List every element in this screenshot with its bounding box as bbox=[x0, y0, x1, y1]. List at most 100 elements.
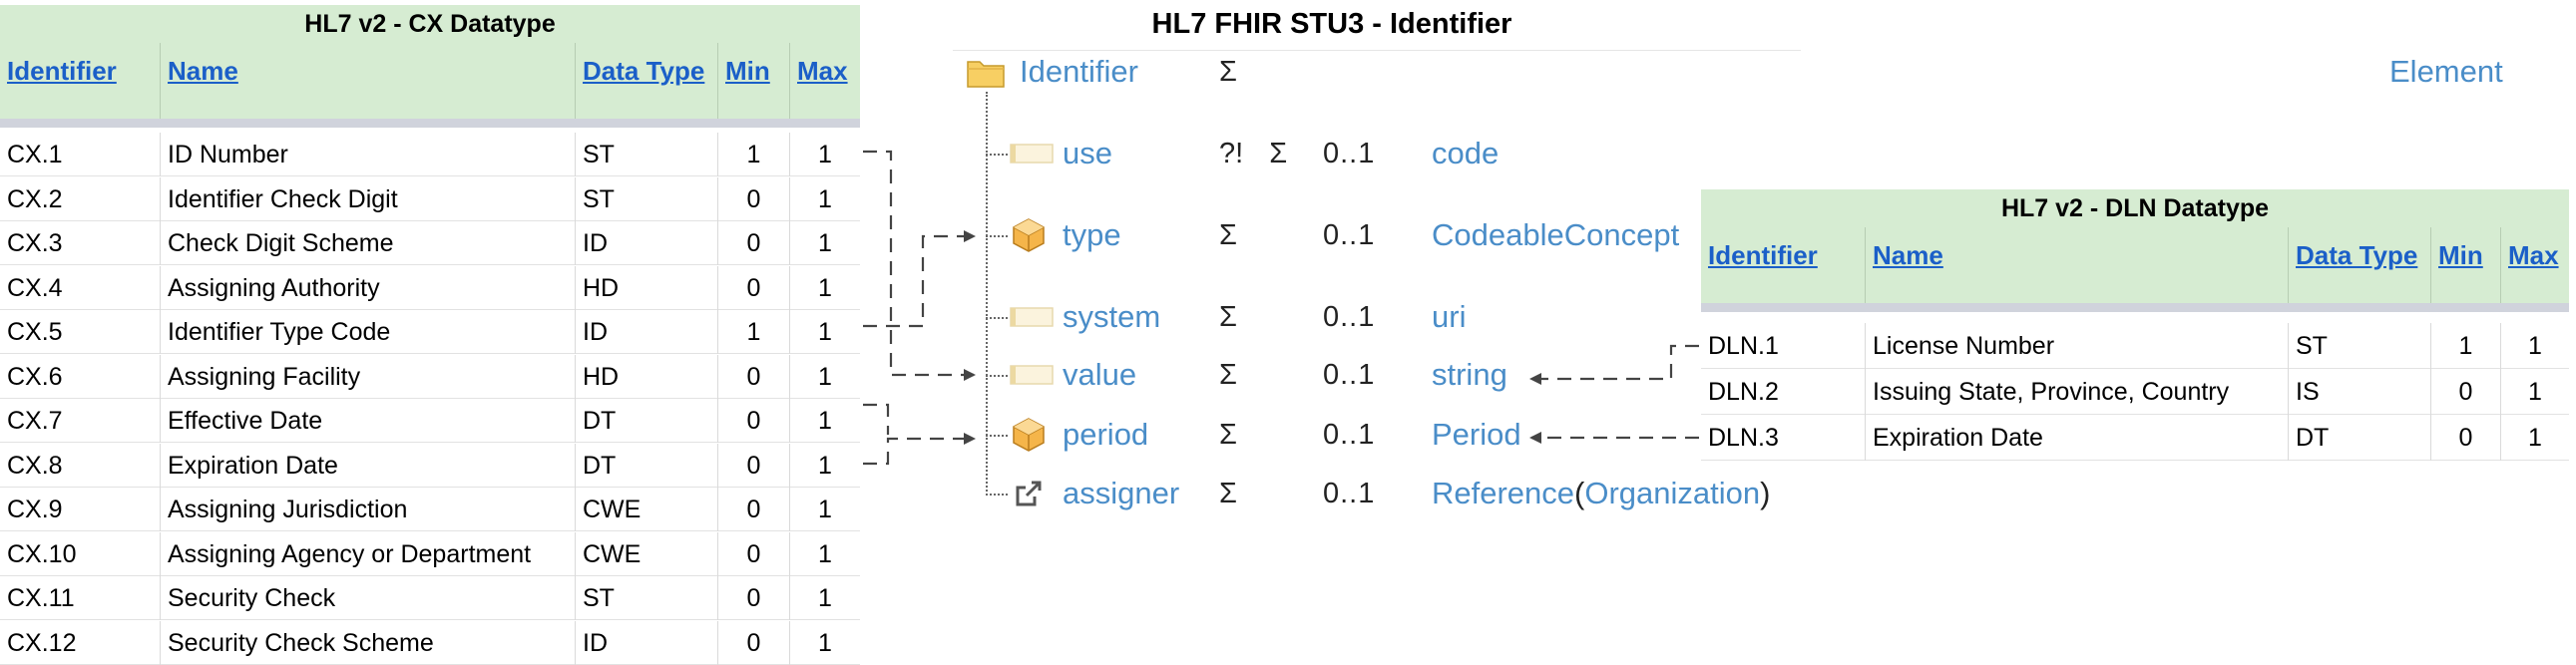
cx-cell-datatype: ST bbox=[576, 576, 718, 620]
fhir-type-link[interactable]: Reference bbox=[1432, 476, 1575, 510]
fhir-element-name[interactable]: system bbox=[1063, 299, 1161, 334]
dln-cell-datatype: DT bbox=[2289, 415, 2431, 461]
cx-cell-datatype: DT bbox=[576, 399, 718, 443]
fhir-title: HL7 FHIR STU3 - Identifier bbox=[1151, 8, 1512, 40]
cx-cell-identifier: CX.4 bbox=[0, 265, 161, 310]
cx-cell-max: 1 bbox=[818, 229, 832, 257]
cx-header-name-link[interactable]: Name bbox=[168, 56, 238, 86]
cx-cell-max: 1 bbox=[818, 184, 832, 213]
dln-cell-max: 1 bbox=[2528, 378, 2542, 406]
connector-cx1-to-value bbox=[863, 150, 976, 381]
type-open-paren: ( bbox=[1574, 476, 1585, 510]
tree-connector bbox=[986, 154, 1008, 156]
dln-table-separator bbox=[1701, 303, 2569, 312]
fhir-root-type[interactable]: Element bbox=[2389, 54, 2503, 89]
dln-cell-min: 0 bbox=[2431, 415, 2501, 461]
fhir-root-row: Identifier Σ Element bbox=[958, 48, 2503, 96]
cx-cell-identifier: CX.3 bbox=[0, 221, 161, 265]
dln-header-identifier-link[interactable]: Identifier bbox=[1708, 240, 1818, 270]
cx-cell-datatype: ID bbox=[576, 221, 718, 265]
fhir-root-name[interactable]: Identifier bbox=[1020, 54, 1138, 89]
fhir-element-name[interactable]: assigner bbox=[1063, 476, 1180, 510]
cx-cell-min: 0 bbox=[718, 221, 790, 265]
fhir-element-type: CodeableConcept bbox=[1432, 211, 1679, 259]
cx-header-identifier-link[interactable]: Identifier bbox=[7, 56, 117, 86]
cx-cell-identifier: CX.11 bbox=[0, 576, 161, 620]
connector-dln1-to-string bbox=[1529, 344, 1699, 385]
cx-header-min-link[interactable]: Min bbox=[725, 56, 770, 86]
cx-cell-name: Effective Date bbox=[161, 399, 576, 443]
cx-cell-datatype: ST bbox=[576, 176, 718, 221]
cx-cell-datatype: HD bbox=[576, 354, 718, 399]
connector-cx5-to-type bbox=[863, 230, 976, 328]
fhir-type-link[interactable]: Period bbox=[1432, 417, 1521, 452]
tree-guide-vertical bbox=[986, 92, 988, 496]
cx-cell-name: Assigning Facility bbox=[161, 354, 576, 399]
cx-cell-min: 0 bbox=[718, 176, 790, 221]
cx-cell-name: Assigning Jurisdiction bbox=[161, 488, 576, 531]
dln-cell-max: 1 bbox=[2528, 332, 2542, 360]
fhir-element-name[interactable]: value bbox=[1063, 357, 1137, 392]
cx-cell-name: Check Digit Scheme bbox=[161, 221, 576, 265]
cx-cell-name: Security Check bbox=[161, 576, 576, 620]
dln-cell-identifier: DLN.2 bbox=[1701, 369, 1866, 415]
fhir-root-flags: Σ bbox=[1219, 56, 1237, 88]
cx-header-max-link[interactable]: Max bbox=[797, 56, 848, 86]
cx-cell-name: Security Check Scheme bbox=[161, 620, 576, 665]
fhir-element-name[interactable]: type bbox=[1063, 217, 1121, 252]
dln-header-max-link[interactable]: Max bbox=[2508, 240, 2559, 270]
dln-header-name-link[interactable]: Name bbox=[1873, 240, 1943, 270]
fhir-element-flags: Σ bbox=[1219, 301, 1237, 333]
fhir-type-link[interactable]: uri bbox=[1432, 299, 1467, 334]
tree-connector bbox=[986, 235, 1008, 237]
cx-cell-max: 1 bbox=[818, 318, 832, 346]
fhir-element-cardinality: 0..1 bbox=[1323, 419, 1376, 451]
datatype-icon bbox=[1010, 416, 1048, 459]
cx-cell-datatype: ID bbox=[576, 620, 718, 665]
cx-cell-datatype: ID bbox=[576, 310, 718, 354]
cx-cell-max: 1 bbox=[818, 584, 832, 612]
fhir-element-name[interactable]: use bbox=[1063, 136, 1112, 170]
cx-cell-identifier: CX.8 bbox=[0, 443, 161, 488]
cx-cell-min: 0 bbox=[718, 265, 790, 310]
tree-connector bbox=[986, 435, 1008, 437]
fhir-element-name[interactable]: period bbox=[1063, 417, 1149, 452]
fhir-element-cardinality: 0..1 bbox=[1323, 301, 1376, 333]
cx-cell-identifier: CX.5 bbox=[0, 310, 161, 354]
cx-header-datatype-link[interactable]: Data Type bbox=[583, 56, 705, 86]
dln-header-min-link[interactable]: Min bbox=[2438, 240, 2483, 270]
dln-header-datatype-link[interactable]: Data Type bbox=[2296, 240, 2418, 270]
fhir-element-type: uri bbox=[1432, 293, 1466, 341]
fhir-type-link[interactable]: string bbox=[1432, 357, 1507, 392]
fhir-element-type: Reference(Organization) bbox=[1432, 470, 1770, 517]
fhir-type-target-link[interactable]: Organization bbox=[1584, 476, 1761, 510]
cx-cell-min: 0 bbox=[718, 354, 790, 399]
fhir-element-type: Period bbox=[1432, 411, 1521, 459]
fhir-type-link[interactable]: code bbox=[1432, 136, 1500, 170]
cx-cell-min: 0 bbox=[718, 576, 790, 620]
cx-cell-name: Identifier Check Digit bbox=[161, 176, 576, 221]
dln-cell-identifier: DLN.3 bbox=[1701, 415, 1866, 461]
fhir-element-flags: Σ bbox=[1219, 478, 1237, 509]
fhir-type-link[interactable]: CodeableConcept bbox=[1432, 217, 1680, 252]
datatype-icon bbox=[1010, 216, 1048, 259]
cx-cell-max: 1 bbox=[818, 141, 832, 168]
connector-cx8-to-period bbox=[863, 433, 976, 466]
cx-cell-name: Expiration Date bbox=[161, 443, 576, 488]
fhir-element-flags: ?! Σ bbox=[1219, 138, 1288, 169]
cx-cell-max: 1 bbox=[818, 628, 832, 657]
cx-cell-identifier: CX.6 bbox=[0, 354, 161, 399]
fhir-element-flags: Σ bbox=[1219, 359, 1237, 391]
dln-cell-min: 0 bbox=[2431, 369, 2501, 415]
cx-cell-max: 1 bbox=[818, 539, 832, 568]
cx-cell-max: 1 bbox=[818, 407, 832, 435]
